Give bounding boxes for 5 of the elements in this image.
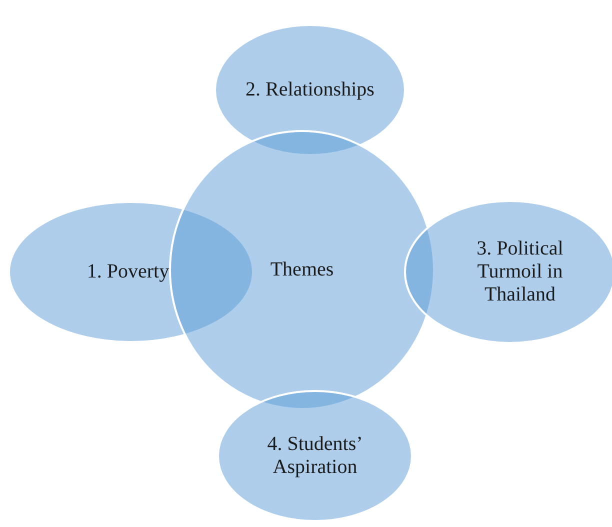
- theme-label: 2. Relationships: [244, 78, 376, 102]
- theme-label: 1. Poverty: [86, 260, 170, 284]
- theme-label: 4. Students’ Aspiration: [266, 433, 364, 479]
- theme-label: 3. Political Turmoil in Thailand: [476, 238, 564, 306]
- theme-label: Themes: [269, 258, 335, 282]
